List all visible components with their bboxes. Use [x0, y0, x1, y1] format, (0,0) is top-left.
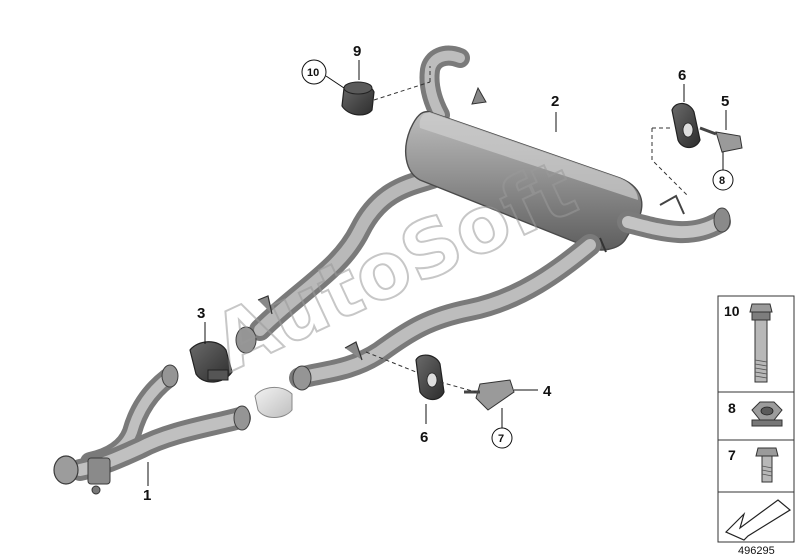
callout-2: 2: [551, 93, 559, 110]
svg-text:10: 10: [724, 303, 740, 319]
callout-6-lower: 6: [420, 429, 428, 446]
rear-muffler-assembly: [249, 45, 731, 341]
fastener-legend-panel: 10 8: [717, 295, 795, 543]
direction-arrow-icon: [724, 499, 792, 541]
svg-text:7: 7: [728, 447, 736, 463]
clamp-part-3: [189, 341, 233, 383]
callouts: 1 2 3 4 5 6 6 7 8 9 10: [143, 43, 734, 504]
dashed-leader-6-upper: [651, 127, 689, 197]
callout-3: 3: [197, 305, 205, 322]
callout-4: 4: [543, 383, 552, 400]
callout-8-circle: [712, 169, 734, 191]
callout-10-circle: [301, 59, 327, 85]
legend-item-10: 10: [724, 303, 773, 383]
callout-6-upper: 6: [678, 67, 686, 84]
bolt-long-icon: [749, 303, 773, 383]
diagram-id: 496295: [738, 545, 775, 557]
sleeve-part-light: [254, 387, 293, 418]
dashed-leader-6-lower: [365, 351, 417, 373]
rubber-hanger-part-6-upper: [671, 102, 701, 149]
callout-1: 1: [143, 487, 151, 504]
hex-nut-icon: [751, 401, 783, 427]
rubber-mount-part-9: [341, 81, 375, 116]
callout-5: 5: [721, 93, 729, 110]
front-y-pipe: [53, 364, 251, 495]
legend-item-7: 7: [728, 447, 779, 483]
rubber-hanger-part-6-lower: [415, 354, 445, 401]
bracket-part-4: [464, 379, 515, 411]
callout-9: 9: [353, 43, 361, 60]
dashed-leader-9: [373, 81, 431, 101]
callout-7-circle: [491, 427, 513, 449]
bracket-part-5: [699, 126, 743, 153]
callout-7: 7: [498, 433, 504, 445]
center-pipes: [235, 234, 601, 391]
callout-10: 10: [307, 67, 319, 79]
legend-item-8: 8: [728, 400, 783, 427]
callout-8: 8: [719, 175, 725, 187]
bolt-short-icon: [755, 447, 779, 483]
svg-text:8: 8: [728, 400, 736, 416]
